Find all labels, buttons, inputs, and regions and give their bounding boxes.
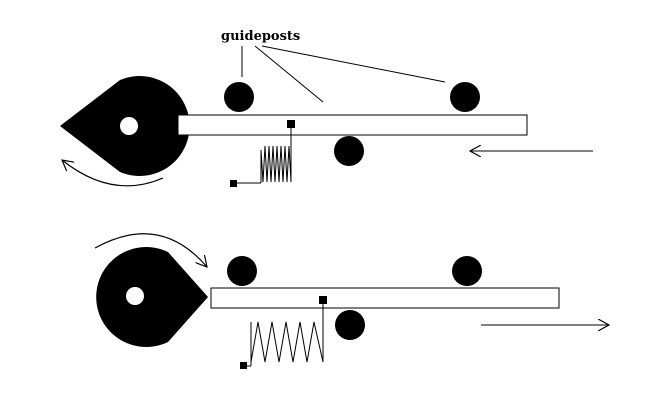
- top-guidepost-left: [224, 82, 254, 112]
- bottom-spring-anchor: [240, 362, 247, 369]
- guideposts-leader-lines: [241, 45, 446, 103]
- top-guidepost-right: [450, 82, 480, 112]
- bottom-guidepost-left: [227, 256, 257, 286]
- bottom-follower-rod: [210, 287, 560, 309]
- top-spring: [260, 145, 292, 183]
- top-cam-rotation-arrow: [62, 160, 164, 187]
- top-cam: [60, 76, 190, 176]
- bottom-cam-rotation-arrow: [94, 233, 207, 267]
- top-guidepost-under: [334, 136, 364, 166]
- bottom-cam-hub: [126, 287, 144, 305]
- bottom-guidepost-right: [452, 256, 482, 286]
- top-cam-hub: [120, 117, 138, 135]
- bottom-guidepost-under: [335, 310, 365, 340]
- guideposts-label: guideposts: [221, 29, 300, 44]
- top-rod-pin: [287, 120, 295, 128]
- bottom-rod-pin: [319, 296, 327, 304]
- top-follower-rod: [177, 114, 528, 136]
- top-scene: [60, 76, 593, 187]
- bottom-cam: [96, 246, 208, 347]
- bottom-spring: [250, 321, 324, 363]
- bottom-scene: [94, 233, 609, 369]
- top-spring-anchor: [230, 180, 237, 187]
